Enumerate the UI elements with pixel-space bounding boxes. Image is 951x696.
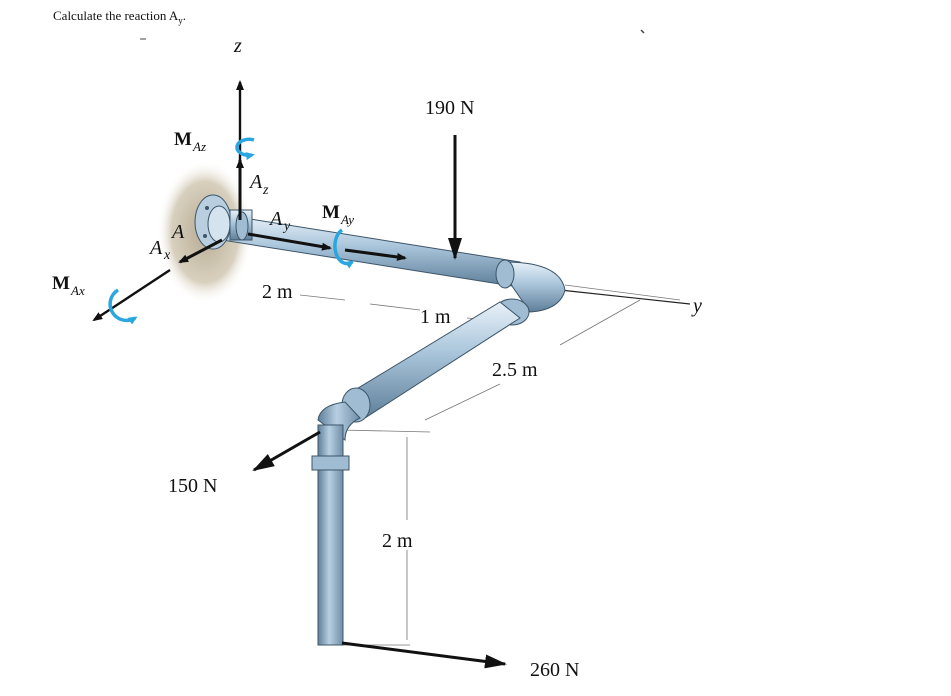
label-support-a: A xyxy=(170,221,185,243)
svg-text:M: M xyxy=(322,202,340,223)
pipe-elbow-1 xyxy=(495,259,566,313)
label-may: M Ay xyxy=(322,202,354,227)
label-dim-1m: 1 m xyxy=(420,306,451,328)
question-main: Calculate the reaction A xyxy=(53,8,179,23)
label-force-260: 260 N xyxy=(530,659,579,681)
svg-text:A: A xyxy=(148,237,163,259)
label-ax: A x xyxy=(148,237,171,263)
svg-text:Ay: Ay xyxy=(340,212,354,227)
label-force-190: 190 N xyxy=(425,97,474,119)
question-text: Calculate the reaction Ay. xyxy=(53,8,186,26)
force-150-arrow xyxy=(252,430,321,472)
y-axis-line xyxy=(559,289,691,305)
pipe-segment-main xyxy=(221,214,521,287)
svg-text:A: A xyxy=(248,171,263,193)
svg-text:Ax: Ax xyxy=(70,283,85,298)
label-dim-2-5m: 2.5 m xyxy=(492,359,538,381)
pipe-segment-vertical xyxy=(311,424,350,646)
label-az: A z xyxy=(248,171,269,198)
label-ay: A y xyxy=(268,208,291,234)
dimension-lines xyxy=(299,264,681,646)
label-maz: M Az xyxy=(174,129,206,154)
ax-arrow xyxy=(178,238,223,264)
y-axis-label: y xyxy=(691,295,702,317)
moment-mx-arc xyxy=(108,288,138,325)
label-dim-2m-horizontal: 2 m xyxy=(262,281,293,303)
label-dim-2m-vertical: 2 m xyxy=(382,530,413,552)
svg-text:z: z xyxy=(262,183,269,198)
moment-mz-arc xyxy=(235,137,255,160)
force-260-arrow xyxy=(341,641,507,669)
label-max: M Ax xyxy=(52,273,85,298)
label-force-150: 150 N xyxy=(168,475,217,497)
pipe-joint xyxy=(235,211,249,241)
stray-mark xyxy=(640,29,645,34)
svg-text:A: A xyxy=(268,208,283,230)
pipe-elbow-2 xyxy=(317,401,361,441)
svg-text:y: y xyxy=(282,219,291,234)
svg-text:M: M xyxy=(174,129,192,150)
z-axis-label: z xyxy=(233,35,242,57)
ay-arrow xyxy=(247,232,332,251)
svg-text:M: M xyxy=(52,273,70,294)
question-suffix: . xyxy=(182,8,187,23)
svg-text:Az: Az xyxy=(192,139,206,154)
question-subscript: y xyxy=(178,15,183,26)
y-direction-arrow xyxy=(344,248,407,261)
svg-text:x: x xyxy=(163,248,171,263)
x-axis xyxy=(92,268,171,322)
moment-my-arc xyxy=(333,228,355,269)
